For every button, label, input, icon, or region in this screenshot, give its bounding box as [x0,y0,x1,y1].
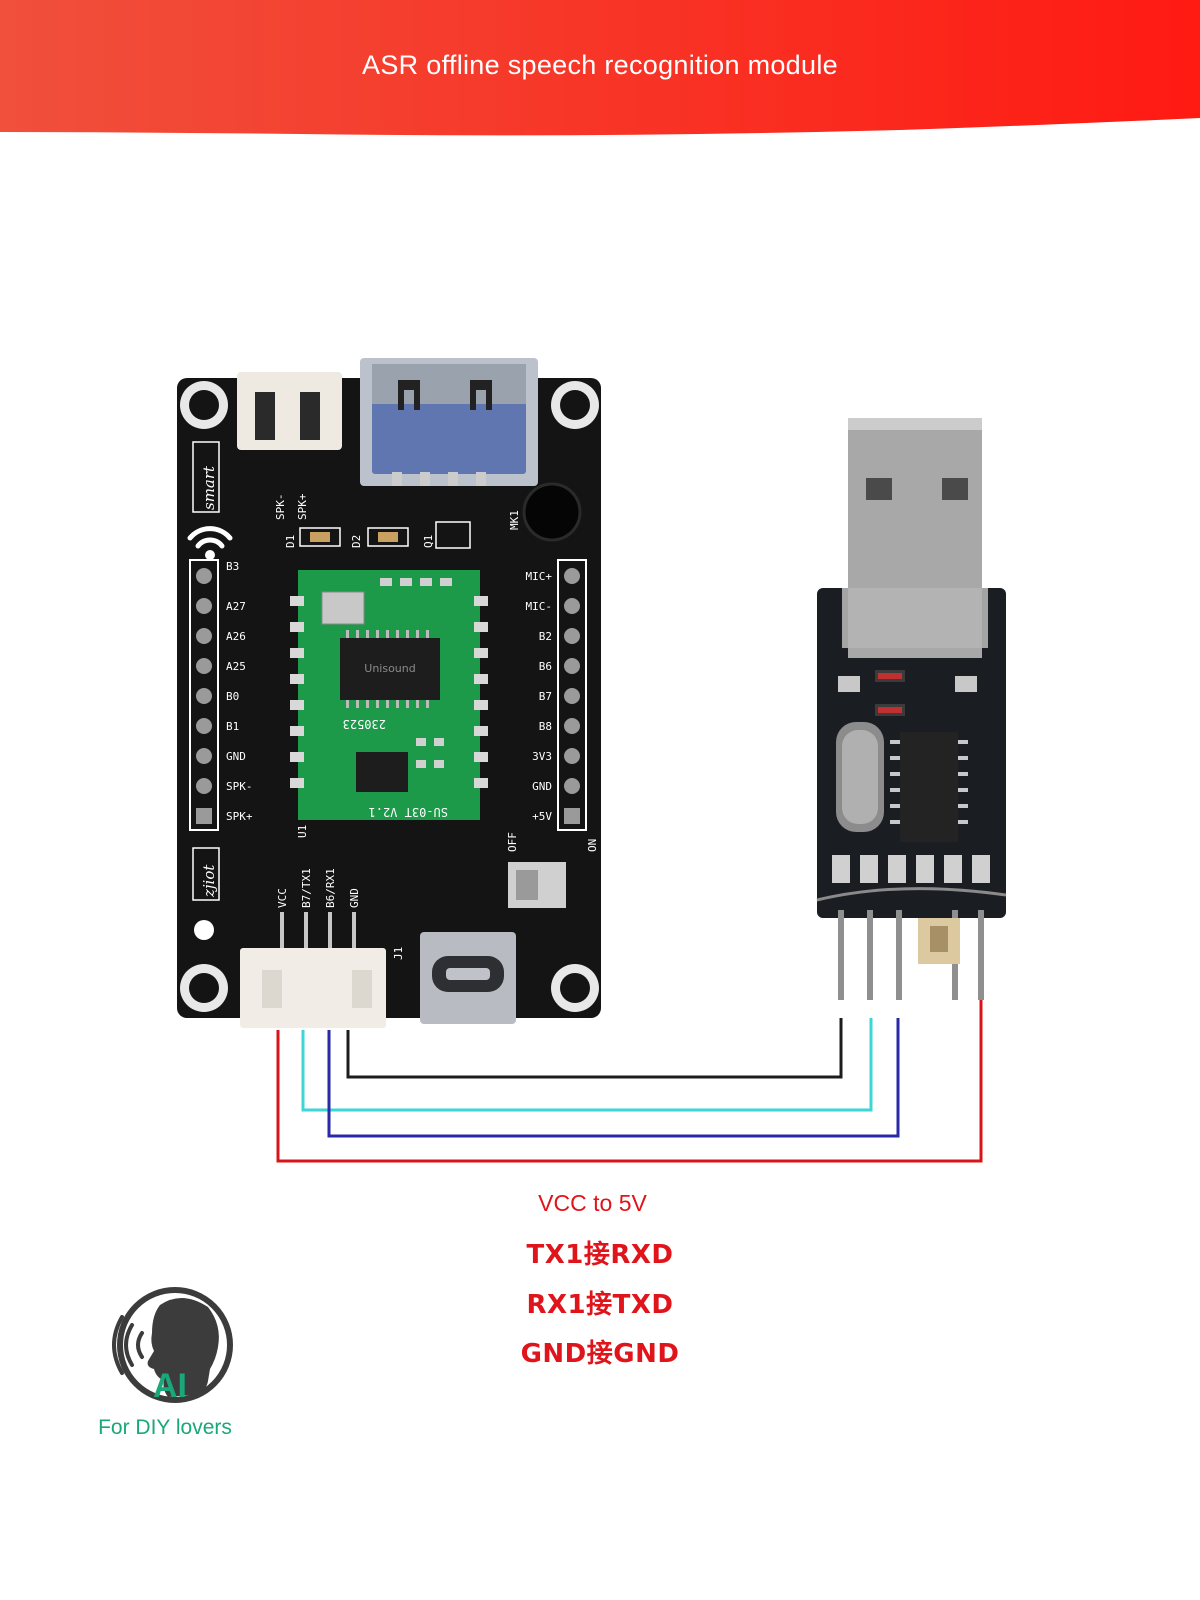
brand-mark-icon [194,920,214,940]
usb-ttl-adapter [816,418,1007,1000]
label-u1: U1 [296,825,309,838]
ttl-header-pins [838,910,984,1000]
wire-rx [327,1018,900,1138]
pin-label-a27: A27 [226,600,246,613]
wire-vcc [276,1000,983,1163]
vcc-note: VCC to 5V [538,1190,647,1216]
pin-label-a26: A26 [226,630,246,643]
pin-label-b0: B0 [226,690,239,703]
header-banner [0,0,1200,136]
label-j1: J1 [392,947,405,960]
sound-waves-icon [112,1315,144,1375]
pin-label-5v: +5V [532,810,552,823]
logo-tagline: For DIY lovers [98,1416,232,1439]
asr-module-board: smart zjiot SPK- SPK+ D1 D2 MK1 Q1 [177,358,601,1028]
power-switch [508,862,566,908]
rx-wiring-note: RX1接TXD [526,1290,674,1320]
left-pin-header [189,559,219,831]
gnd-wiring-note: GND接GND [520,1339,680,1369]
pin-label-b3: B3 [226,560,239,573]
pin-label-a25: A25 [226,660,246,673]
chip-brand: Unisound [364,662,415,675]
usb-uart-chip [900,732,958,842]
label-d2: D2 [350,535,363,548]
label-q1: Q1 [422,535,435,548]
head-silhouette-icon [147,1297,219,1397]
silkscreen-logo: zjiot [200,864,218,898]
pin-label-b2: B2 [539,630,552,643]
pin-label-gnd-left: GND [226,750,246,763]
microphone [522,482,582,542]
switch-label-off: OFF [506,832,519,852]
right-pin-header [557,559,587,831]
pin-label-b7: B7 [539,690,552,703]
tx-wiring-note: TX1接RXD [526,1240,674,1270]
pin-label-gnd-right: GND [532,780,552,793]
wire-bundle [276,1000,983,1163]
pin-label-tx1: B7/TX1 [300,868,313,908]
wire-gnd [346,1018,843,1079]
pin-label-gnd-bottom: GND [348,888,361,908]
smd-parts [299,521,471,549]
core-board-version: SU-03T V2.1 [369,805,448,819]
pin-label-mic-minus: MIC- [526,600,553,613]
label-d1: D1 [284,535,297,548]
wire-tx [301,1018,873,1112]
label-spk-plus: SPK+ [296,493,309,520]
uart-connector [240,912,386,1028]
su03t-core-board: Unisound 230523 SU-03T V2.1 [290,570,488,820]
ai-voice-logo: AI [112,1287,233,1405]
usb-a-plug [842,418,988,658]
logo-badge-text: AI [153,1367,187,1405]
speaker-connector [237,372,342,450]
banner-title: ASR offline speech recognition module [362,50,838,80]
usb-a-port [360,358,538,486]
jumper-cap [918,918,960,964]
pin-label-mic-plus: MIC+ [526,570,553,583]
pin-label-spk-plus-left: SPK+ [226,810,253,823]
pin-label-3v3: 3V3 [532,750,552,763]
pin-label-b6: B6 [539,660,552,673]
pin-label-b8: B8 [539,720,552,733]
label-mk1: MK1 [508,510,521,530]
pin-label-spk-minus-left: SPK- [226,780,253,793]
switch-label-on: ON [586,839,599,852]
pin-label-rx1: B6/RX1 [324,868,337,908]
silkscreen-brand: smart [200,465,218,510]
pin-label-b1: B1 [226,720,239,733]
pin-label-vcc: VCC [276,888,289,908]
core-board-date: 230523 [343,717,386,731]
label-spk-minus: SPK- [274,494,287,521]
wifi-icon [187,526,233,549]
usb-c-port [420,932,516,1024]
